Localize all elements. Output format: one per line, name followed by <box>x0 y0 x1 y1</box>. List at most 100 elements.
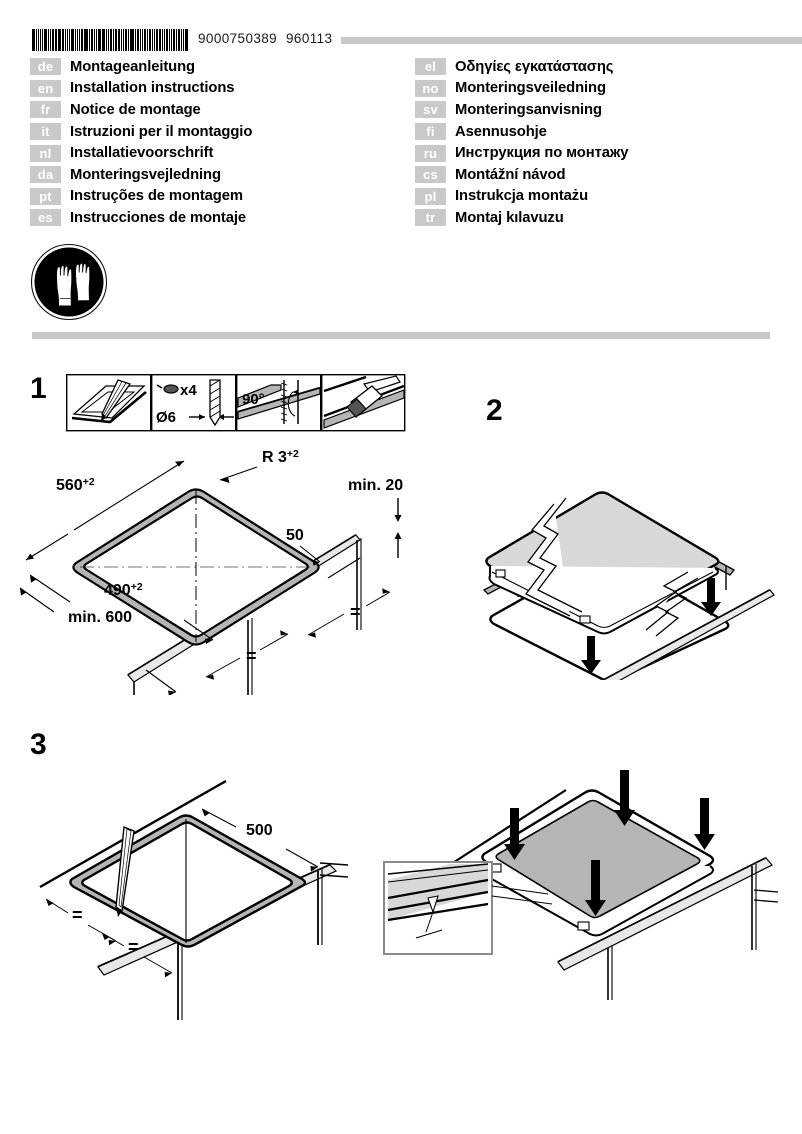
dim-500: 500 <box>246 822 273 839</box>
language-code-de: de <box>30 58 61 76</box>
language-title-sv: Monteringsanvisning <box>455 101 602 118</box>
barcode-bar <box>42 29 44 51</box>
dim-min-20: min. 20 <box>348 477 403 494</box>
language-code-fr: fr <box>30 101 61 119</box>
language-title-da: Monteringsvejledning <box>70 166 221 183</box>
barcode-bar <box>114 29 118 51</box>
barcode-bar <box>107 29 109 51</box>
barcode <box>32 29 189 51</box>
language-code-tr: tr <box>415 209 446 227</box>
barcode-bar <box>32 29 35 51</box>
language-title-pl: Instrukcja montażu <box>455 188 589 205</box>
barcode-bar <box>93 29 95 51</box>
language-row-da: da Monteringsvejledning <box>30 164 252 186</box>
protective-gloves-icon <box>30 243 108 321</box>
language-code-fi: fi <box>415 123 446 141</box>
barcode-bar <box>83 29 85 51</box>
barcode-bar <box>112 29 114 51</box>
document-number-main: 9000750389 <box>198 31 278 46</box>
barcode-bar <box>178 29 181 51</box>
down-arrow <box>585 860 606 916</box>
svg-text:Ø6: Ø6 <box>156 409 176 426</box>
barcode-bar <box>147 29 149 51</box>
svg-text:x4: x4 <box>180 382 197 399</box>
barcode-bar <box>170 29 172 51</box>
barcode-bar <box>184 29 188 51</box>
barcode-bar <box>139 29 141 51</box>
step3-press-down <box>380 764 790 1025</box>
language-title-fi: Asennusohje <box>455 123 547 140</box>
barcode-bar <box>109 29 112 51</box>
barcode-bar <box>51 29 54 51</box>
saw-angle-panel: 90° <box>237 380 321 424</box>
document-number-sub: 960113 <box>286 31 333 46</box>
drill-panel: x4 Ø6 <box>156 379 234 427</box>
language-row-it: it Istruzioni per il montaggio <box>30 121 252 143</box>
svg-text:90°: 90° <box>242 391 265 408</box>
dim-radius: R 3+2 <box>262 448 299 466</box>
language-list-right: el Οδηγίες εγκατάστασης no Monteringsveiled… <box>415 56 628 229</box>
language-title-pt: Instruções de montagem <box>70 188 243 205</box>
barcode-bar <box>181 29 182 51</box>
equal-mark: = <box>350 602 361 622</box>
step-number-2: 2 <box>486 394 503 427</box>
language-title-fr: Notice de montage <box>70 101 201 118</box>
barcode-bar <box>176 29 178 51</box>
barcode-bar <box>71 29 75 51</box>
barcode-bar <box>158 29 162 51</box>
language-row-nl: nl Installatievoorschrift <box>30 142 252 164</box>
marking-pencil-panel <box>71 379 147 424</box>
detail-callout <box>383 861 553 955</box>
language-title-no: Monteringsveiledning <box>455 80 606 97</box>
barcode-bar <box>141 29 143 51</box>
barcode-bar <box>143 29 147 51</box>
down-arrow <box>581 636 601 674</box>
language-code-it: it <box>30 123 61 141</box>
barcode-bar <box>39 29 42 51</box>
barcode-bar <box>100 29 102 51</box>
barcode-bar <box>89 29 91 51</box>
barcode-bar <box>37 29 39 51</box>
language-code-el: el <box>415 58 446 76</box>
language-code-no: no <box>415 79 446 97</box>
barcode-bar <box>54 29 56 51</box>
equal-mark: = <box>246 646 257 666</box>
language-row-no: no Monteringsveiledning <box>415 78 628 100</box>
barcode-bar <box>149 29 152 51</box>
language-code-nl: nl <box>30 144 61 162</box>
barcode-bar <box>75 29 77 51</box>
language-title-es: Instrucciones de montaje <box>70 209 247 226</box>
document-header: 9000750389 960113 <box>0 0 802 56</box>
barcode-bar <box>168 29 170 51</box>
barcode-bar <box>164 29 166 51</box>
language-title-it: Istruzioni per il montaggio <box>70 123 253 140</box>
language-title-nl: Installatievoorschrift <box>70 145 214 162</box>
barcode-bar <box>162 29 164 51</box>
barcode-bar <box>122 29 124 51</box>
language-title-ru: Инструкция по монтажу <box>455 145 629 162</box>
step2-insert-cooktop <box>470 430 790 689</box>
barcode-bar <box>124 29 127 51</box>
step-number-1: 1 <box>30 372 47 405</box>
barcode-bar <box>68 29 71 51</box>
language-title-el: Οδηγίες εγκατάστασης <box>455 58 614 75</box>
language-row-de: de Montageanleitung <box>30 56 252 78</box>
barcode-bar <box>121 29 122 51</box>
barcode-bar <box>35 29 37 51</box>
barcode-bar <box>153 29 155 51</box>
language-title-de: Montageanleitung <box>70 58 195 75</box>
barcode-bar <box>135 29 137 51</box>
language-code-es: es <box>30 209 61 227</box>
language-title-tr: Montaj kılavuzu <box>455 209 564 226</box>
barcode-bar <box>66 29 68 51</box>
equal-mark: = <box>128 937 139 957</box>
barcode-bar <box>56 29 58 51</box>
down-arrow <box>701 578 721 616</box>
language-code-cs: cs <box>415 166 446 184</box>
language-code-da: da <box>30 166 61 184</box>
barcode-bar <box>127 29 129 51</box>
